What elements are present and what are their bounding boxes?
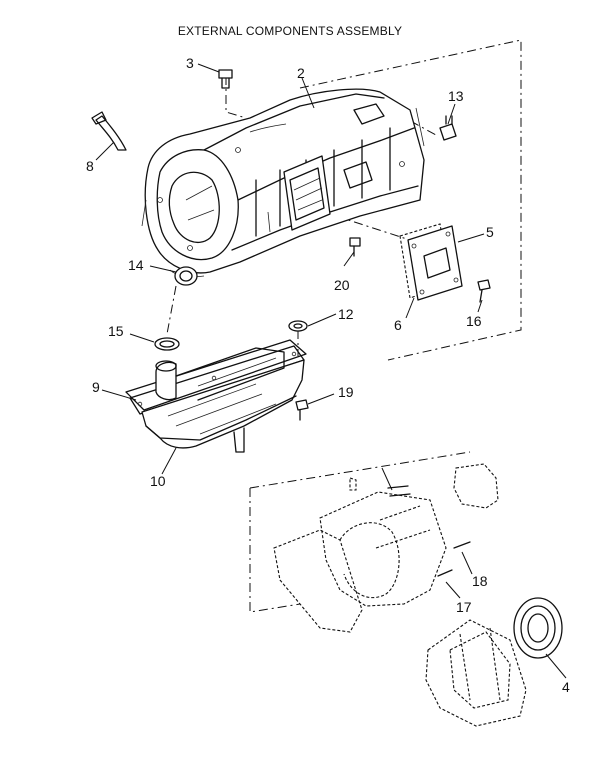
callout-10: 10 [150,473,166,489]
callout-17: 18 [472,573,488,589]
bolt-part-3 [218,69,233,89]
washer-part-12 [288,320,308,332]
vent-tube-part-8 [91,111,127,151]
callout-3: 3 [186,55,194,71]
extension-housing-lower [425,619,527,727]
callout-9: 9 [92,379,100,395]
transmission-case [141,88,425,278]
callout-labels: 3 2 13 8 5 14 20 12 16 6 15 9 19 10 18 1… [86,55,570,695]
callout-5: 5 [486,224,494,240]
bolt-part-19 [349,237,361,257]
callout-15: 16 [466,313,482,329]
callout-18: 19 [338,384,354,400]
adapter-housing [273,463,499,633]
cover-plate-part-5 [399,223,463,301]
callout-11: 13 [448,88,464,104]
callout-13: 14 [128,257,144,273]
callout-6: 6 [394,317,402,333]
callout-2: 2 [297,65,305,81]
callout-12: 12 [338,306,354,322]
seal-part-13 [174,266,198,286]
callout-14: 15 [108,323,124,339]
callout-4: 4 [562,679,570,695]
oil-pan-part-10 [125,339,307,453]
bolt-part-15 [477,279,491,303]
o-ring-part-14 [154,337,180,351]
rear-seal-part-4 [513,597,563,659]
clip-part-11 [439,115,457,141]
drain-bolt-part-18 [295,399,309,421]
callout-16: 17 [456,599,472,615]
callout-19: 20 [334,277,350,293]
diagram-title: EXTERNAL COMPONENTS ASSEMBLY [177,24,403,38]
callout-8: 8 [86,158,94,174]
leader-lines [95,63,567,679]
